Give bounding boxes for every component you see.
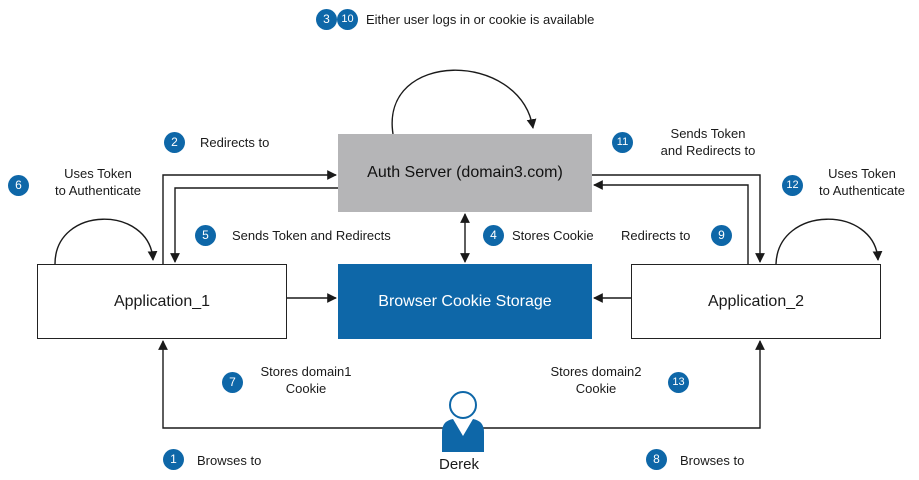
step-badge-4: 4 [483,225,504,246]
auth-to-app1-arrow [170,187,338,263]
app1-to-auth-arrow [162,170,337,264]
step-badge-9: 9 [711,225,732,246]
app2-self-loop-arrow [775,218,883,265]
app1-self-loop-arrow [54,218,158,265]
step-label-13-line-2: Cookie [575,381,617,396]
step-badge-7: 7 [222,372,243,393]
user-to-app2-arrow [482,340,765,429]
step-label-12: Uses Token to Authenticate [806,165,918,199]
step-label-10: Either user logs in or cookie is availab… [366,12,595,27]
step-badge-5: 5 [195,225,216,246]
step-label-6: Uses Token to Authenticate [40,165,156,199]
step-label-6-line-1: Uses Token [64,166,132,181]
auth-to-app2-arrow [592,174,765,263]
auth-server-label: Auth Server (domain3.com) [367,164,563,181]
step-label-4: Stores Cookie [512,228,594,243]
application-2-node: Application_2 [631,264,881,339]
step-label-13: Stores domain2 Cookie [540,363,652,397]
step-label-12-line-1: Uses Token [828,166,896,181]
step-label-1: Browses to [197,453,262,468]
step-badge-13: 13 [668,372,689,393]
user-to-app1-arrow [158,340,445,429]
step-label-6-line-2: to Authenticate [54,183,141,198]
user-icon [442,391,484,452]
step-label-12-line-2: to Authenticate [818,183,905,198]
step-label-2: Redirects to [200,135,270,150]
step-badge-3: 3 [316,9,337,30]
step-label-11-line-1: Sends Token [670,126,746,141]
step-label-7-line-1: Stores domain1 [260,364,352,379]
step-label-11-line-2: and Redirects to [660,143,756,158]
user-name: Derek [439,456,480,473]
step-badge-11: 11 [612,132,633,153]
cookie-storage-node: Browser Cookie Storage [338,264,592,339]
cookie-storage-label: Browser Cookie Storage [378,292,552,310]
step-label-7-line-2: Cookie [285,381,327,396]
step-label-13-line-1: Stores domain2 [550,364,642,379]
step-label-11: Sends Token and Redirects to [640,125,776,159]
step-label-7: Stores domain1 Cookie [250,363,362,397]
step-label-9: Redirects to [621,228,691,243]
step-badge-8: 8 [646,449,667,470]
application-2-label: Application_2 [707,292,805,310]
auth-self-loop-arrow [391,69,537,135]
application-1-label: Application_1 [113,292,211,310]
step-badge-10: 10 [337,9,358,30]
step-label-5: Sends Token and Redirects [232,228,391,243]
auth-server-node: Auth Server (domain3.com) [338,134,592,212]
app2-to-auth-arrow [593,180,749,264]
step-label-8: Browses to [680,453,745,468]
application-1-node: Application_1 [37,264,287,339]
step-badge-12: 12 [782,175,803,196]
step-badge-1: 1 [163,449,184,470]
step-badge-2: 2 [164,132,185,153]
step-badge-6: 6 [8,175,29,196]
